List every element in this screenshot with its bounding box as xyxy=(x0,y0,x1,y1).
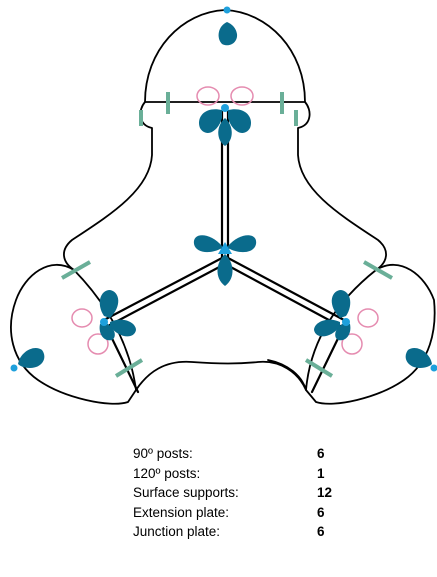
parts-label: Surface supports: xyxy=(133,485,239,500)
parts-list: 90º posts: 6 120º posts: 1 Surface suppo… xyxy=(133,446,363,544)
structure-diagram xyxy=(10,6,437,405)
top-cap-petal-icon xyxy=(218,22,238,46)
parts-count: 1 xyxy=(317,465,325,481)
parts-label: Extension plate: xyxy=(133,504,230,520)
top-neck-outline-right xyxy=(297,101,387,271)
parts-row: Junction plate: 6 xyxy=(133,524,363,544)
left-joint-petal-right-icon xyxy=(110,319,136,337)
parts-row: 90º posts: 6 xyxy=(133,446,363,466)
parts-count: 6 xyxy=(317,524,325,539)
left-cap-outline xyxy=(10,264,137,405)
top-joint-node-icon xyxy=(221,104,229,112)
right-lower-bar xyxy=(304,358,334,378)
left-lower-bar xyxy=(114,358,144,378)
right-joint-petal-up-icon xyxy=(331,290,351,318)
right-cap-node-icon xyxy=(430,364,437,372)
right-joint-node-icon xyxy=(342,318,350,326)
left-joint-petal-up-icon xyxy=(99,290,119,318)
surface-rings xyxy=(71,86,379,355)
parts-label: Junction plate: xyxy=(133,524,221,539)
connector-bars xyxy=(61,92,393,378)
left-cap-petal-icon xyxy=(18,347,45,368)
top-ring-left xyxy=(196,86,220,106)
parts-count: 6 xyxy=(317,446,325,461)
center-node-icon xyxy=(218,242,232,254)
top-neck-outline xyxy=(63,101,153,271)
left-ring-upper xyxy=(71,308,93,328)
left-cap-node-icon xyxy=(10,364,18,372)
center-petal-down-icon xyxy=(217,254,233,286)
left-upper-bar xyxy=(61,260,91,280)
right-upper-bar xyxy=(363,260,393,280)
parts-row: 120º posts: 1 xyxy=(133,466,363,486)
parts-label: 90º posts: xyxy=(133,446,193,461)
right-ring-upper xyxy=(357,308,379,328)
left-ring-lower xyxy=(87,333,109,355)
left-joint-petal-down-icon xyxy=(99,322,115,341)
support-petals xyxy=(18,22,432,368)
left-frame-line xyxy=(102,256,227,328)
top-node-icon xyxy=(223,6,231,14)
parts-label: 120º posts: xyxy=(133,465,201,481)
center-petal-right-icon xyxy=(228,235,257,253)
parts-count: 6 xyxy=(317,504,325,520)
right-joint-petal-left-icon xyxy=(314,319,340,337)
top-joint-petal-right-icon xyxy=(228,109,252,133)
parts-row: Extension plate: 6 xyxy=(133,505,363,525)
right-cap-petal-icon xyxy=(405,347,432,368)
center-petal-left-icon xyxy=(193,235,222,253)
right-ring-lower xyxy=(341,333,363,355)
top-joint-petal-down-icon xyxy=(218,118,232,146)
parts-row: Surface supports: 12 xyxy=(133,485,363,505)
right-frame-line xyxy=(223,256,346,328)
node-dots xyxy=(10,6,437,372)
right-joint-petal-down-icon xyxy=(335,322,351,341)
top-ring-right xyxy=(230,86,254,106)
top-joint-petal-left-icon xyxy=(198,109,222,133)
right-cap-outline xyxy=(305,264,436,405)
left-joint-node-icon xyxy=(100,318,108,326)
parts-count: 12 xyxy=(317,485,333,500)
bottom-bridge-outline xyxy=(135,359,307,391)
